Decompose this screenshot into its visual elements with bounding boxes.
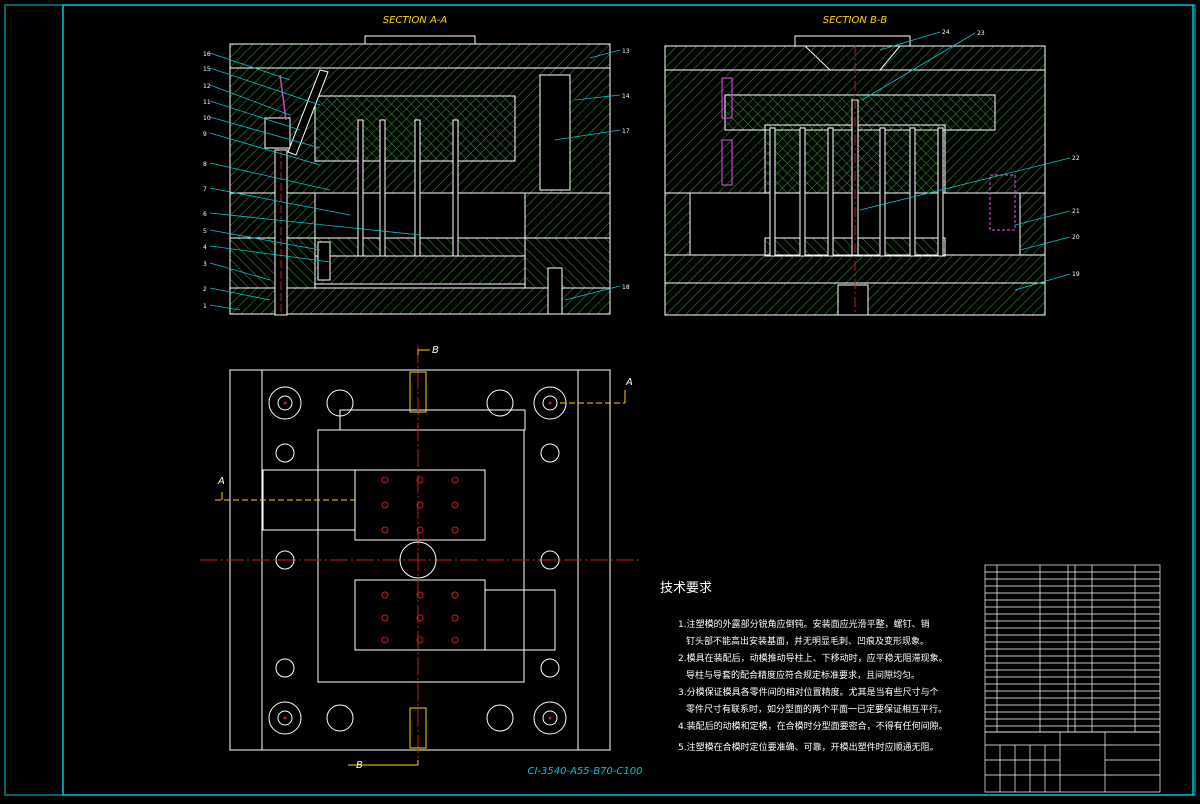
- section-b-view: SECTION B-B: [664, 15, 1071, 316]
- cut-label-a-top: A: [625, 377, 633, 388]
- inner-border: [62, 4, 1194, 796]
- callout-a-10: 10: [203, 115, 211, 122]
- tech-line-3: 2.模具在装配后，动模推动导柱上、下移动时，应平稳无阻滞现象。: [678, 652, 948, 664]
- section-cut-lines: [215, 349, 626, 766]
- callout-b-19: 19: [1072, 271, 1080, 278]
- bolt-b2: [721, 139, 733, 186]
- top-screw: [409, 371, 427, 413]
- callout-a-1: 1: [203, 303, 207, 310]
- bottom-clamp-plate: [229, 287, 611, 315]
- section-a-view: SECTION A-A: [209, 15, 621, 316]
- title-block: [984, 731, 1161, 793]
- cavity-b: [724, 94, 996, 131]
- spacer-block-left: [229, 237, 316, 289]
- callout-a-5: 5: [203, 228, 207, 235]
- callout-a-17: 17: [622, 128, 630, 135]
- callout-b-22: 22: [1072, 155, 1080, 162]
- spacer-block-right: [524, 237, 611, 289]
- callout-a-11: 11: [203, 99, 211, 106]
- callout-a-3: 3: [203, 261, 207, 268]
- tech-line-2: 钉头部不能高出安装基面，并无明显毛刺、凹痕及变形现象。: [686, 635, 929, 647]
- callout-a-15: 15: [203, 66, 211, 73]
- callout-b-23: 23: [977, 30, 985, 37]
- bom-table: [984, 564, 1161, 733]
- knockout-hole: [837, 284, 869, 316]
- section-a-title: SECTION A-A: [383, 15, 448, 26]
- tech-line-5: 3.分模保证模具各零件间的相对位置精度。尤其是当有些尺寸与个: [678, 686, 939, 698]
- plan-bolt-centers: [283, 401, 552, 720]
- callout-a-18: 18: [622, 284, 630, 291]
- callout-a-2: 2: [203, 286, 207, 293]
- tech-line-7: 4.装配后的动模和定模，在合模时分型面要密合，不得有任何间隙。: [678, 720, 948, 732]
- top-clamp-plate: [229, 43, 611, 69]
- callout-a-4: 4: [203, 244, 207, 251]
- tech-requirements: 技术要求 1.注塑模的外露部分锐角应倒钝。安装面应光滑平整，螺钉、销 钉头部不能…: [660, 581, 948, 753]
- locating-ring: [364, 35, 476, 45]
- cut-label-b-bottom: B: [356, 760, 363, 771]
- cut-label-a-left: A: [217, 476, 225, 487]
- bottom-screw: [409, 707, 427, 749]
- callout-a-7: 7: [203, 186, 207, 193]
- callout-b-24: 24: [942, 29, 950, 36]
- cavity-pins: [381, 476, 459, 644]
- plan-view: B B A A CI-3540-A55-B70-C100: [200, 345, 643, 777]
- callout-b-20: 20: [1072, 234, 1080, 241]
- screw-bolt: [547, 267, 563, 315]
- ejector-plate: [314, 255, 526, 285]
- cut-label-b-top: B: [432, 345, 439, 356]
- ejector-pins-a: [357, 119, 459, 257]
- callout-a-12: 12: [203, 83, 211, 90]
- callouts-a: [209, 49, 621, 311]
- mold-spec-label: CI-3540-A55-B70-C100: [527, 766, 642, 777]
- callout-a-9: 9: [203, 131, 207, 138]
- tech-requirements-title: 技术要求: [660, 581, 712, 596]
- callout-a-16: 16: [203, 51, 211, 58]
- tech-line-8: 5.注塑模在合模时定位要准确、可靠，开模出塑件时应顺通无阻。: [678, 741, 939, 753]
- plan-bolts: [268, 386, 567, 735]
- tech-line-6: 零件尺寸有联系时，如分型面的两个平面一已定要保证相互平行。: [686, 703, 947, 715]
- callout-a-14: 14: [622, 93, 630, 100]
- upper-cavity: [354, 469, 486, 541]
- callout-a-13: 13: [622, 48, 630, 55]
- callout-a-8: 8: [203, 161, 207, 168]
- sprue-locating-ring: [794, 35, 911, 47]
- callout-a-6: 6: [203, 211, 207, 218]
- callouts-b: [859, 31, 1071, 291]
- cavity-pocket: [317, 429, 525, 683]
- bolt-b1: [721, 77, 733, 119]
- guide-bushing: [539, 74, 571, 191]
- tech-line-4: 导柱与导套的配合精度应符合规定标准要求，且间隙均匀。: [686, 669, 920, 681]
- angle-pin: [287, 69, 329, 156]
- section-b-title: SECTION B-B: [823, 15, 888, 26]
- tech-line-1: 1.注塑模的外露部分锐角应倒钝。安装面应光滑平整，螺钉、销: [678, 618, 930, 630]
- callout-b-21: 21: [1072, 208, 1080, 215]
